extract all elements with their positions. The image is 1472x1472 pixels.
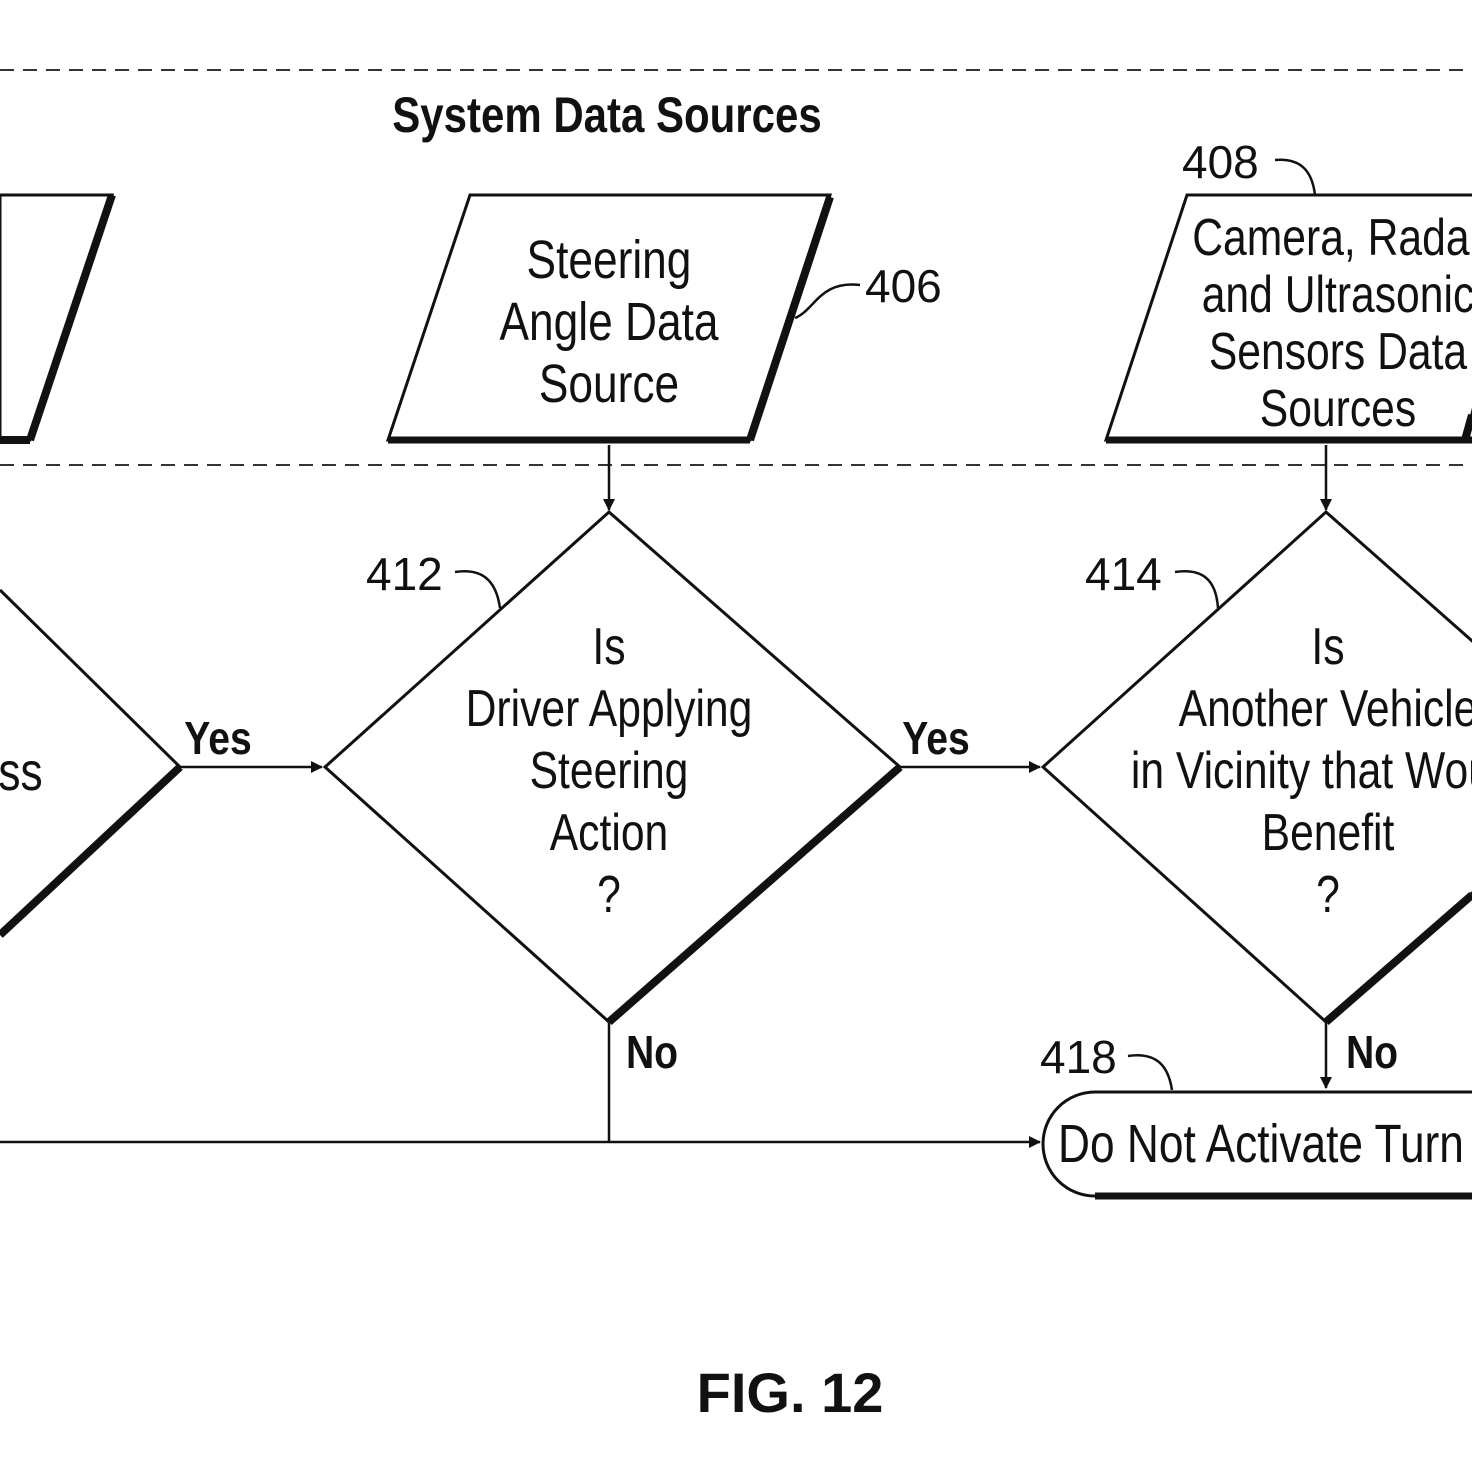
driver-label-line-3: Steering	[530, 742, 689, 800]
terminal-do-not-activate: Do Not Activate Turn Signal	[1041, 1090, 1472, 1200]
vehicle-label-line-2: Another Vehicle	[1179, 680, 1472, 738]
decision-left-partial: ss	[0, 588, 183, 938]
steering-label-line-1: Steering	[527, 230, 692, 290]
ref-418: 418	[1040, 1031, 1117, 1083]
ref-408: 408	[1182, 136, 1259, 188]
input-steering-angle: Steering Angle Data Source	[385, 193, 834, 444]
decision-another-vehicle: Is Another Vehicle in Vicinity that Woul…	[1040, 509, 1472, 1026]
sensors-label-line-2: and Ultrasonic	[1202, 266, 1472, 324]
driver-label-line-4: Action	[550, 804, 669, 862]
ref-406: 406	[865, 260, 942, 312]
vehicle-label-line-3: in Vicinity that Would	[1131, 742, 1472, 800]
ref-406-leader	[794, 283, 861, 320]
vehicle-label-line-5: ?	[1316, 866, 1340, 924]
ref-418-leader	[1127, 1054, 1174, 1091]
decision-driver-steering: Is Driver Applying Steering Action ?	[322, 509, 903, 1026]
sensors-label-line-1: Camera, Radar	[1192, 209, 1472, 267]
left-partial-label: ss	[0, 742, 43, 802]
driver-label-line-5: ?	[597, 866, 621, 924]
no-label-driver: No	[626, 1027, 678, 1079]
input-left-partial	[0, 193, 116, 444]
ref-414-leader	[1174, 570, 1220, 609]
no-label-vehicle: No	[1346, 1027, 1398, 1079]
steering-label-line-3: Source	[539, 354, 679, 414]
vehicle-label-line-4: Benefit	[1262, 804, 1395, 862]
driver-label-line-2: Driver Applying	[466, 680, 753, 738]
section-title: System Data Sources	[392, 87, 821, 143]
driver-label-line-1: Is	[592, 618, 625, 676]
terminal-label: Do Not Activate Turn Signal	[1058, 1114, 1472, 1174]
vehicle-label-line-1: Is	[1311, 618, 1344, 676]
input-sensors: Camera, Radar and Ultrasonic Sensors Dat…	[1103, 193, 1472, 444]
yes-label-middle: Yes	[902, 713, 969, 765]
steering-label-line-2: Angle Data	[500, 292, 719, 352]
ref-408-leader	[1274, 158, 1317, 196]
yes-label-left: Yes	[184, 713, 251, 765]
figure-caption: FIG. 12	[697, 1361, 884, 1424]
ref-412-leader	[454, 570, 502, 609]
ref-414: 414	[1085, 548, 1162, 600]
ref-412: 412	[366, 548, 443, 600]
sensors-label-line-4: Sources	[1260, 380, 1416, 438]
sensors-label-line-3: Sensors Data	[1209, 323, 1468, 381]
